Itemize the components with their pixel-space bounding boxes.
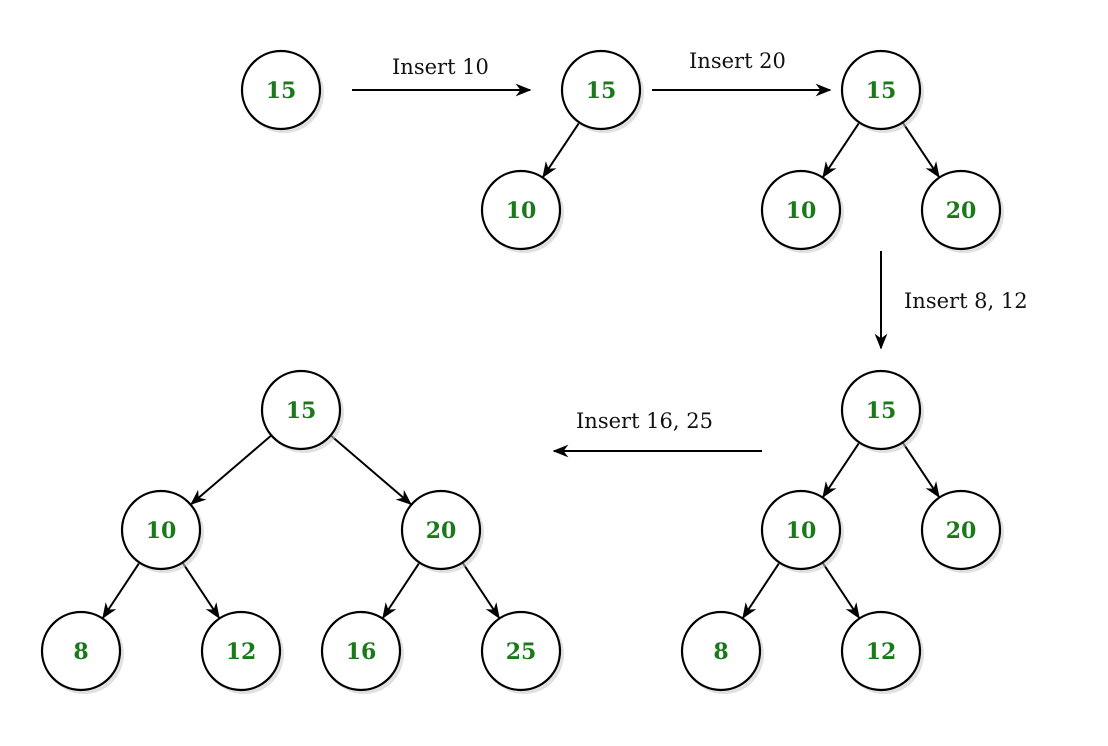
tree-5-edge-e1-e3	[329, 434, 412, 506]
tree-2-node-15: 15	[560, 49, 644, 133]
node-circle	[320, 610, 402, 692]
node-value: 20	[946, 518, 977, 544]
tree-5-node-16: 16	[320, 610, 404, 694]
steps-layer: Insert 10 Insert 20 Insert 8, 12 Insert 16,…	[352, 49, 1028, 458]
tree-4-edge-d1-d2	[822, 441, 861, 499]
tree-5-edge-e3-e7	[461, 561, 500, 619]
tree-5-edge-e2-e4	[102, 561, 141, 619]
tree-2-node-10: 10	[480, 169, 564, 253]
node-value: 10	[786, 198, 817, 224]
node-circle	[920, 169, 1002, 251]
node-value: 8	[73, 639, 88, 665]
tree-4-node-10: 10	[760, 489, 844, 573]
node-value: 16	[346, 639, 377, 665]
tree-4-node-8: 8	[680, 610, 764, 694]
node-circle	[680, 610, 762, 692]
node-value: 25	[506, 639, 537, 665]
node-circle	[560, 49, 642, 131]
node-value: 15	[586, 78, 617, 104]
node-value: 10	[786, 518, 817, 544]
tree-5-edge-e2-e5	[181, 561, 220, 619]
node-value: 10	[506, 198, 537, 224]
node-circle	[760, 489, 842, 571]
step-2-label: Insert 20	[689, 49, 786, 73]
node-value: 20	[426, 518, 457, 544]
node-circle	[480, 169, 562, 251]
edges-layer	[102, 121, 940, 619]
node-value: 15	[266, 78, 297, 104]
tree-5-node-20: 20	[400, 489, 484, 573]
tree-4-edge-d2-d5	[821, 561, 860, 619]
node-circle	[120, 489, 202, 571]
tree-3-node-10: 10	[760, 169, 844, 253]
tree-3-node-15: 15	[840, 49, 924, 133]
node-circle	[840, 610, 922, 692]
tree-1-node-15: 15	[240, 49, 324, 133]
tree-5-node-12: 12	[200, 610, 284, 694]
tree-4-node-12: 12	[840, 610, 924, 694]
node-value: 10	[146, 518, 177, 544]
node-circle	[920, 489, 1002, 571]
node-circle	[840, 49, 922, 131]
nodes-layer: 15 15 10 15 10 20 15 10 20 8 12 15 10 20 8 12 16 25	[40, 49, 1004, 694]
tree-5-node-8: 8	[40, 610, 124, 694]
tree-3-edge-c1-c3	[901, 121, 940, 179]
node-value: 20	[946, 198, 977, 224]
node-value: 15	[866, 78, 897, 104]
tree-4-edge-d1-d3	[901, 441, 940, 499]
step-1-label: Insert 10	[392, 55, 489, 79]
node-circle	[400, 489, 482, 571]
node-circle	[760, 169, 842, 251]
tree-4-node-15: 15	[840, 369, 924, 453]
tree-5-node-15: 15	[260, 369, 344, 453]
node-circle	[240, 49, 322, 131]
tree-5-node-10: 10	[120, 489, 204, 573]
node-circle	[40, 610, 122, 692]
node-value: 12	[866, 639, 897, 665]
tree-5-node-25: 25	[480, 610, 564, 694]
tree-5-edge-e3-e6	[382, 561, 421, 619]
node-circle	[840, 369, 922, 451]
node-circle	[260, 369, 342, 451]
node-value: 15	[866, 398, 897, 424]
tree-4-node-20: 20	[920, 489, 1004, 573]
node-value: 12	[226, 639, 257, 665]
step-4-label: Insert 16, 25	[576, 409, 713, 433]
tree-2-edge-b1-b2	[542, 121, 581, 179]
tree-3-edge-c1-c2	[822, 121, 861, 179]
tree-5-edge-e1-e2	[190, 434, 273, 506]
node-circle	[480, 610, 562, 692]
step-3-label: Insert 8, 12	[904, 289, 1028, 313]
node-value: 8	[713, 639, 728, 665]
node-circle	[200, 610, 282, 692]
tree-4-edge-d2-d4	[742, 561, 781, 619]
node-value: 15	[286, 398, 317, 424]
tree-3-node-20: 20	[920, 169, 1004, 253]
